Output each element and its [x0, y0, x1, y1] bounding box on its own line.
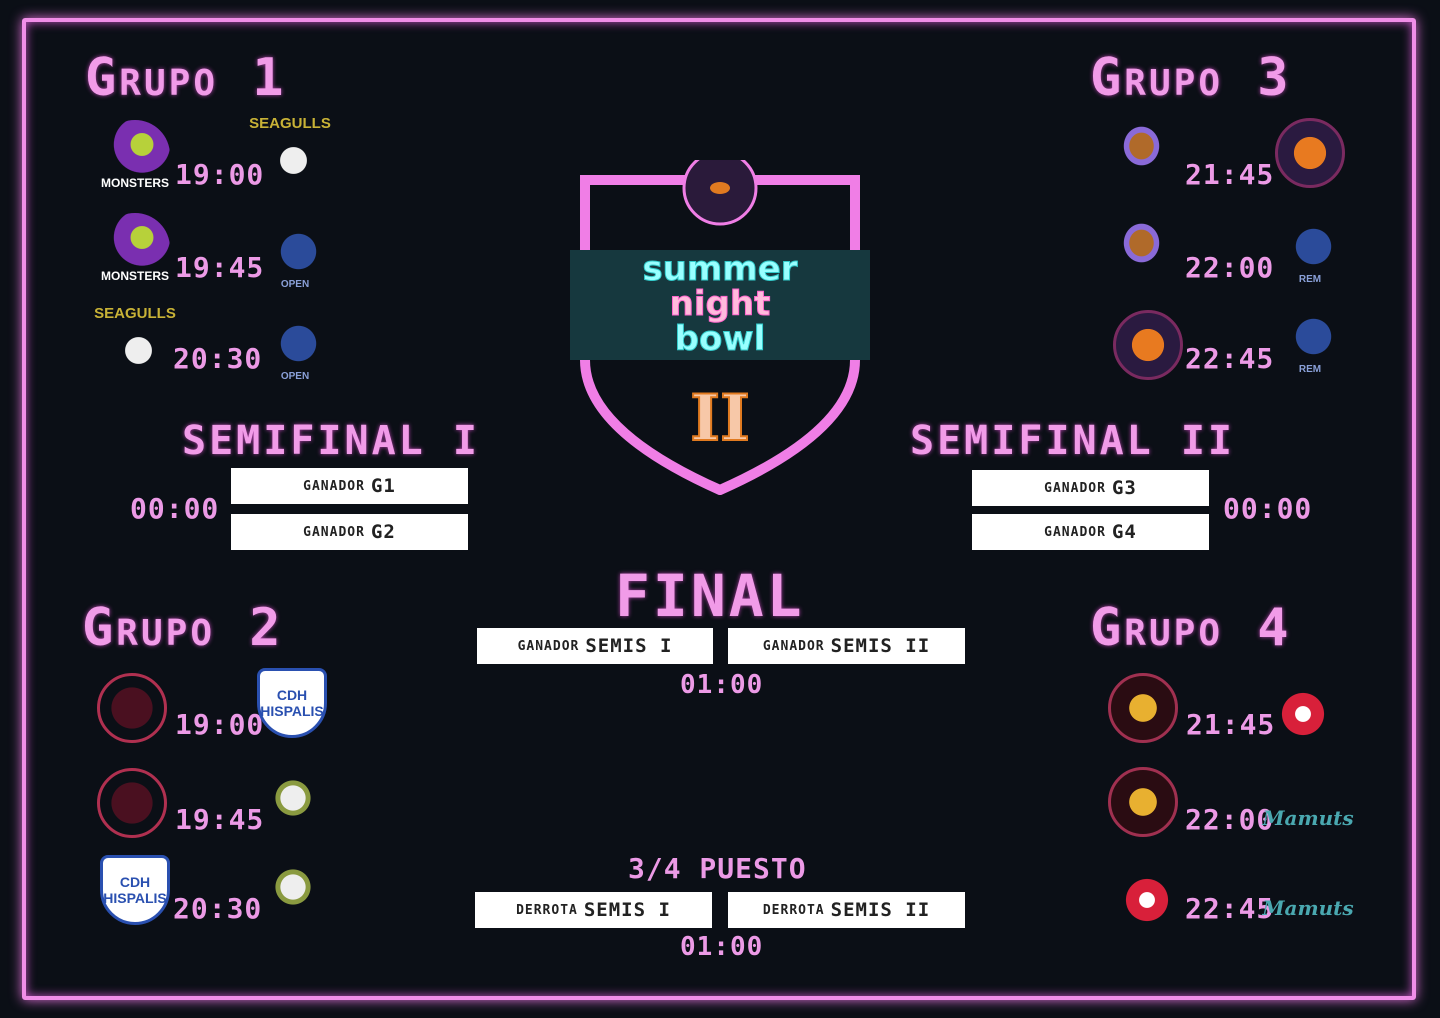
team-logo-bird [97, 768, 167, 838]
team-logo-dove [258, 852, 328, 922]
third-place-time: 01:00 [680, 932, 764, 962]
team-logo-open: OPEN [260, 220, 330, 290]
match-time: 19:45 [175, 803, 265, 836]
logo-edition: II [690, 381, 750, 456]
logo-word-night: night [670, 284, 771, 324]
team-logo-dove [258, 763, 328, 833]
team-logo-helmet [1108, 673, 1178, 743]
match-time: 21:45 [1186, 708, 1276, 741]
team-logo-rem: REM [1275, 215, 1345, 285]
team-logo-helmet [1108, 767, 1178, 837]
match-time: 22:00 [1185, 251, 1275, 284]
team-logo-rem: REM [1275, 305, 1345, 375]
team-logo-lion [1113, 310, 1183, 380]
match-time: 20:30 [173, 892, 263, 925]
team-logo-mamuts: Mamuts [1262, 806, 1354, 830]
match-time: 22:00 [1185, 803, 1275, 836]
match-time: 19:00 [175, 708, 265, 741]
final-time: 01:00 [680, 670, 764, 700]
team-logo-monsters: MONSTERS [100, 213, 170, 283]
team-logo-monsters: MONSTERS [100, 120, 170, 190]
group-4-title: Grupo 4 [1090, 598, 1292, 658]
group-3-title: Grupo 3 [1090, 48, 1292, 108]
team-logo-seagulls: SEAGULLS [249, 115, 331, 185]
logo-word-bowl: bowl [675, 319, 766, 359]
third-place-title: 3/4 PUESTO [628, 852, 807, 885]
poster-frame [22, 18, 1416, 1000]
match-time: 22:45 [1185, 892, 1275, 925]
team-logo-cdh-hispalis: CDH HISPALIS [257, 668, 327, 738]
group-2-title: Grupo 2 [82, 598, 284, 658]
team-logo-rocket [1110, 215, 1180, 285]
team-logo-jester [1268, 672, 1338, 742]
group-1-title: Grupo 1 [85, 48, 287, 108]
team-logo-jester [1112, 858, 1182, 928]
team-logo-cdh-hispalis: CDH HISPALIS [100, 855, 170, 925]
team-logo-rocket [1110, 118, 1180, 188]
team-logo-lion [1275, 118, 1345, 188]
final-title: FINAL [615, 562, 805, 630]
match-time: 20:30 [173, 342, 263, 375]
match-time: 21:45 [1185, 158, 1275, 191]
team-logo-open: OPEN [260, 312, 330, 382]
match-time: 19:45 [175, 251, 265, 284]
team-logo-mamuts: Mamuts [1262, 896, 1354, 920]
semifinal-1-time: 00:00 [130, 492, 220, 525]
match-time: 19:00 [175, 158, 265, 191]
semifinal-2-title: SEMIFINAL II [910, 418, 1235, 464]
semifinal-1-title: SEMIFINAL I [182, 418, 480, 464]
team-logo-bird [97, 673, 167, 743]
team-logo-seagulls: SEAGULLS [94, 305, 176, 375]
summer-night-bowl-logo: summer night bowl II [570, 160, 870, 495]
match-time: 22:45 [1185, 342, 1275, 375]
logo-word-summer: summer [642, 249, 797, 289]
semifinal-2-time: 00:00 [1223, 492, 1313, 525]
